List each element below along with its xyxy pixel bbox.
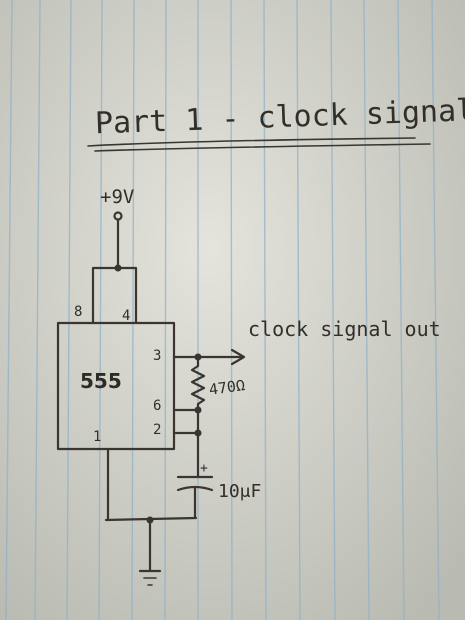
capacitor-label: 10μF [218, 481, 261, 502]
output-label: clock signal out [248, 317, 441, 341]
wire-pin4 [116, 266, 138, 324]
output-arrow [230, 348, 246, 366]
resistor-symbol [190, 355, 206, 411]
capacitor-polarity: + [200, 461, 208, 476]
title-underline-2 [94, 143, 431, 152]
pin-2-label: 2 [153, 422, 161, 438]
pin-3-label: 3 [153, 348, 161, 364]
pin-8-label: 8 [74, 304, 82, 320]
ground-symbol [138, 569, 162, 586]
pin-4-label: 4 [122, 308, 130, 324]
ic-555-body [56, 321, 176, 451]
title-underline [87, 137, 416, 147]
wire-pin8 [91, 266, 120, 324]
ruled-lines [5, 0, 440, 620]
pin-1-label: 1 [93, 429, 101, 445]
pin-6-label: 6 [153, 398, 161, 414]
supply-label: +9V [100, 186, 134, 208]
node-pin2 [194, 429, 202, 437]
resistor-label: 470Ω [208, 376, 246, 399]
ic-label: 555 [80, 369, 122, 393]
